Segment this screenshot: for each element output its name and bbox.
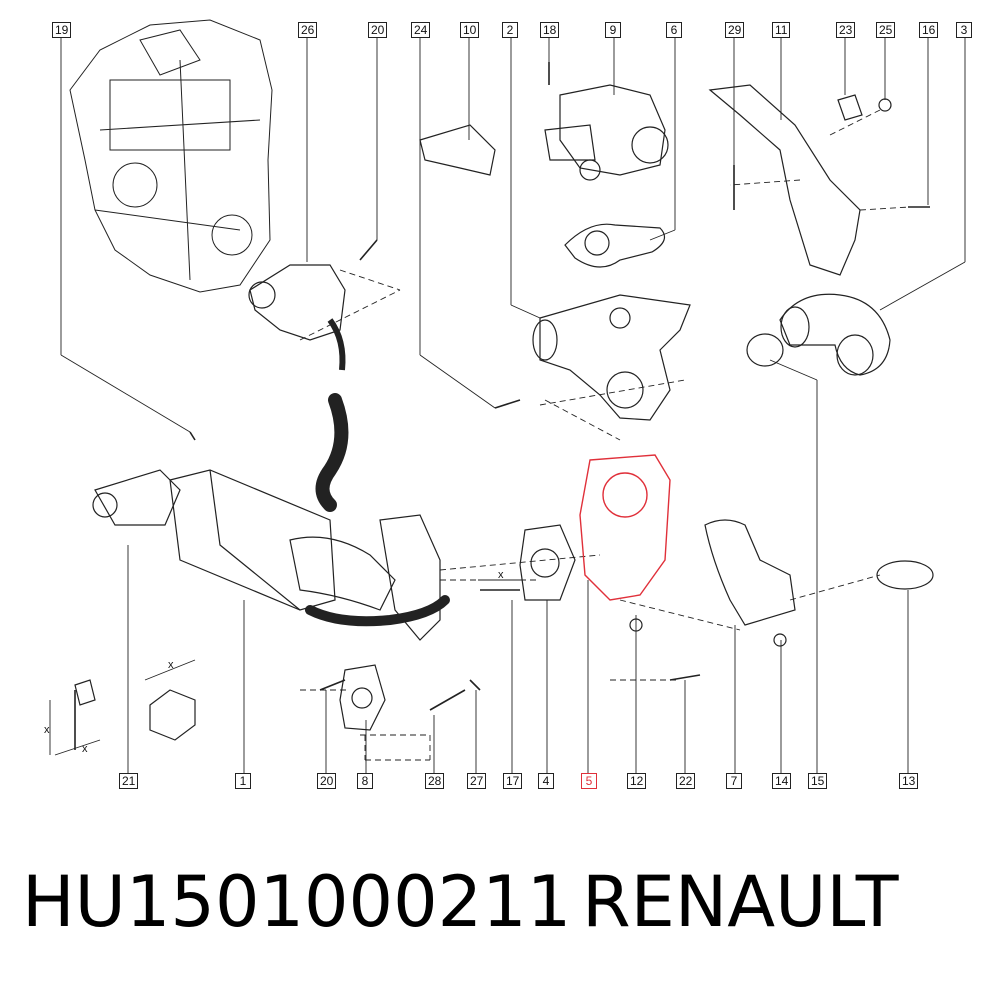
egr-cooler-1	[92, 469, 450, 641]
nuts	[74, 94, 892, 741]
callout-22: 22	[676, 773, 696, 789]
callout-24: 24	[411, 22, 431, 38]
callout-15: 15	[808, 773, 828, 789]
engine-block	[69, 19, 273, 293]
callout-20: 20	[368, 22, 388, 38]
callout-18: 18	[540, 22, 560, 38]
callout-19: 19	[52, 22, 72, 38]
egr-cooler-valve-26	[248, 264, 346, 371]
callout-27: 27	[467, 773, 487, 789]
coolant-hose	[315, 393, 349, 512]
brand-name: RENAULT	[582, 861, 899, 943]
fasteners	[74, 62, 930, 750]
gasket-6	[564, 223, 666, 268]
callout-9: 9	[605, 22, 621, 38]
egr-valve-top	[544, 84, 669, 181]
callout-20: 20	[317, 773, 337, 789]
callout-12: 12	[627, 773, 647, 789]
clamp-13	[876, 560, 934, 590]
callout-13: 13	[899, 773, 919, 789]
bracket-10	[419, 124, 496, 176]
callout-7: 7	[726, 773, 742, 789]
callout-17: 17	[503, 773, 523, 789]
dimension-mark: x	[82, 743, 88, 755]
dimension-arrows	[49, 579, 520, 756]
gasket-8	[339, 664, 386, 731]
callout-21: 21	[119, 773, 139, 789]
dimension-mark: x	[168, 659, 174, 671]
callout-29: 29	[725, 22, 745, 38]
egr-housing-2	[532, 294, 691, 421]
intake-pipe-3	[779, 293, 891, 376]
callout-16: 16	[919, 22, 939, 38]
pipe-7	[704, 519, 796, 626]
part-number: HU1501000211	[22, 861, 572, 943]
callout-26: 26	[298, 22, 318, 38]
callout-10: 10	[460, 22, 480, 38]
bypass-valve-5	[579, 454, 671, 601]
clamp-15	[746, 333, 784, 367]
callout-4: 4	[538, 773, 554, 789]
callout-28: 28	[425, 773, 445, 789]
dimension-mark: x	[498, 569, 504, 581]
callout-3: 3	[956, 22, 972, 38]
bracket-11	[708, 84, 861, 276]
callout-8: 8	[357, 773, 373, 789]
callout-11: 11	[772, 22, 791, 38]
callout-25: 25	[876, 22, 896, 38]
dimension-mark: x	[44, 724, 50, 736]
dashed-assembly-lines	[299, 109, 911, 761]
dimension-labels: x x x x	[44, 569, 504, 755]
callout-14: 14	[772, 773, 792, 789]
callout-23: 23	[836, 22, 856, 38]
callout-6: 6	[666, 22, 682, 38]
callout-5: 5	[581, 773, 597, 789]
callout-2: 2	[502, 22, 518, 38]
leader-lines	[60, 38, 966, 773]
gasket-4	[519, 524, 576, 601]
callout-1: 1	[235, 773, 251, 789]
